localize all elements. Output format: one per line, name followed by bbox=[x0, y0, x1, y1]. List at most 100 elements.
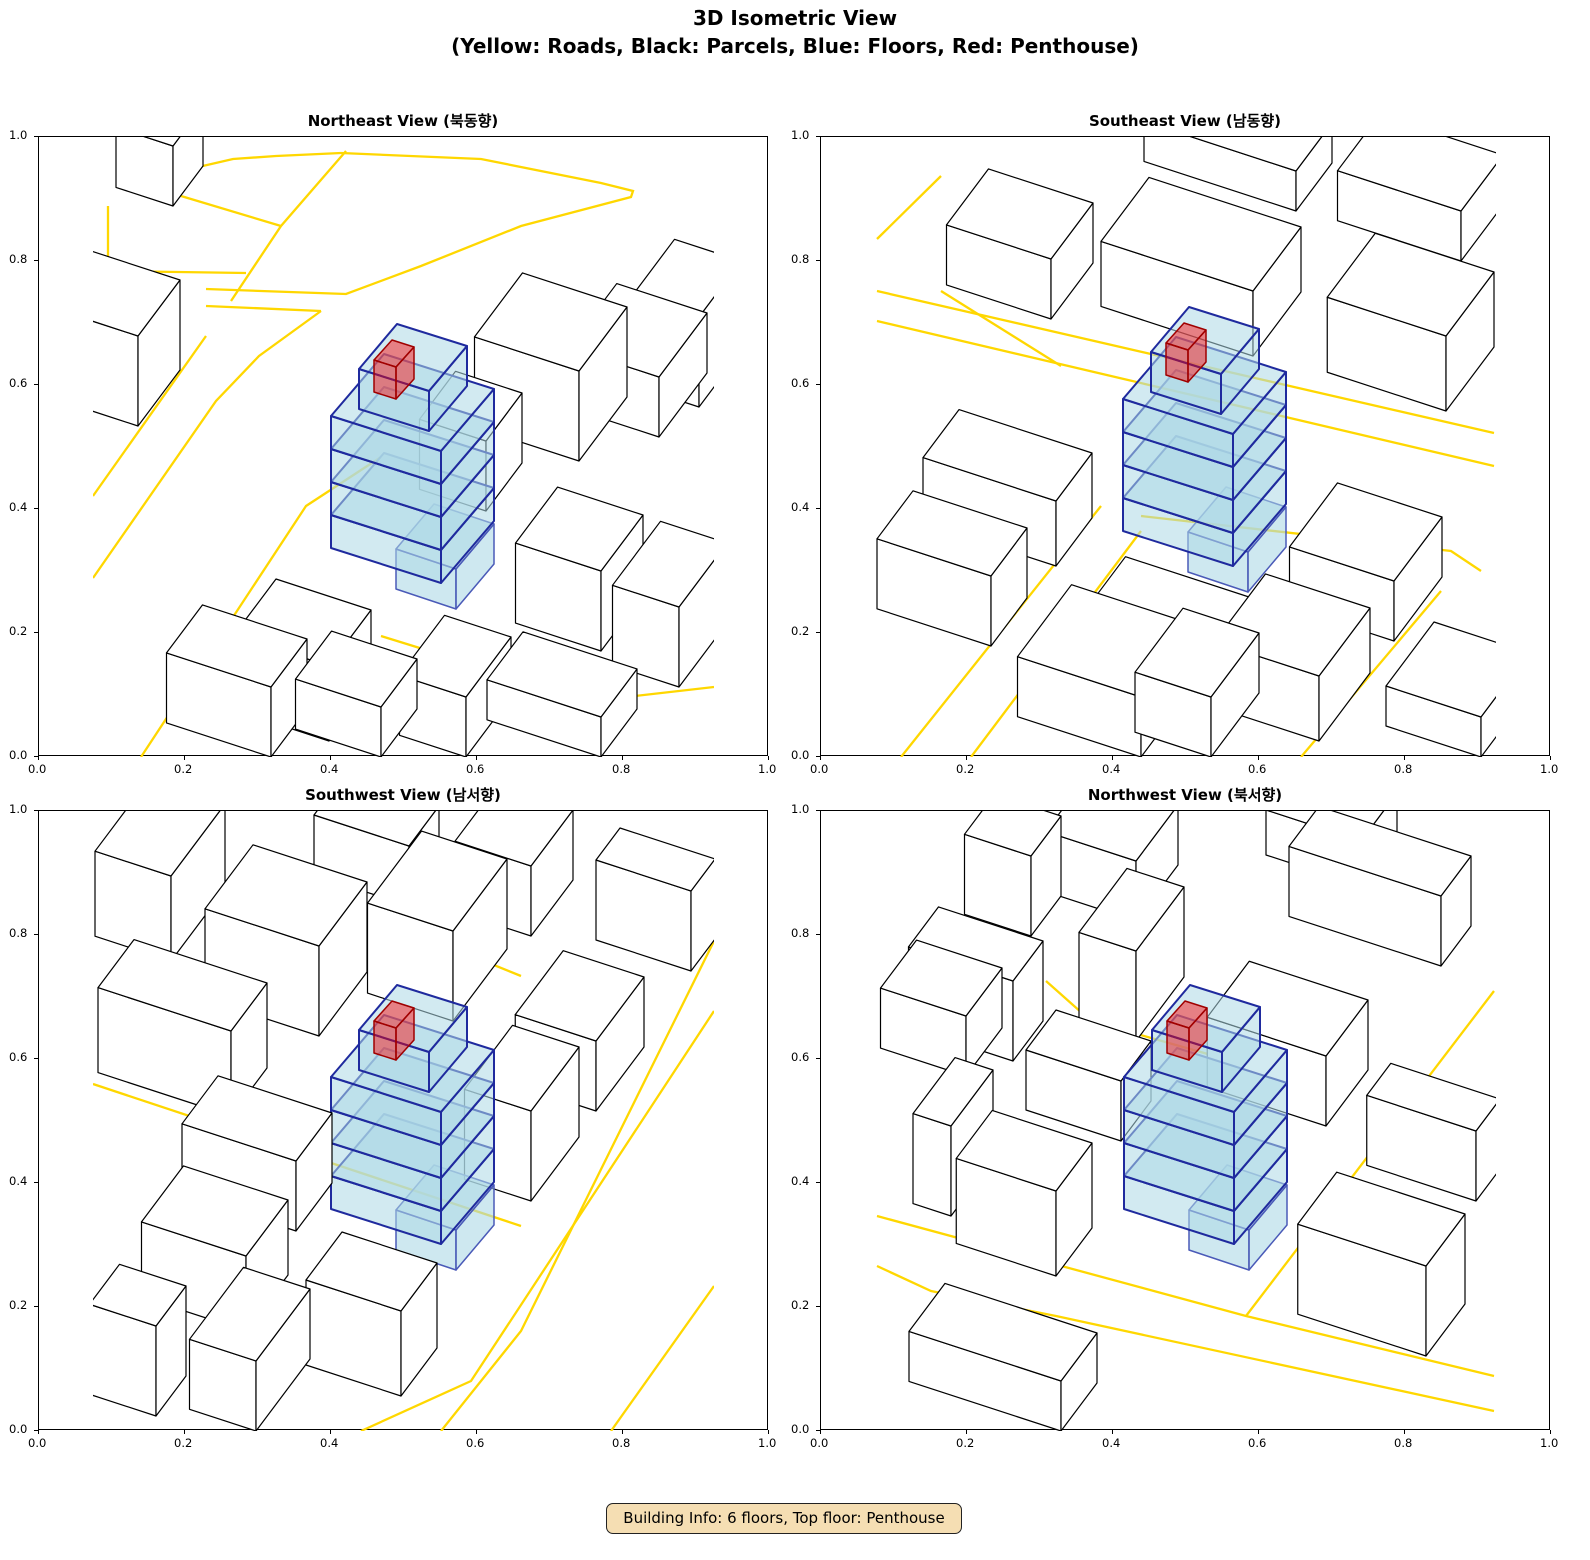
y-tick-mark bbox=[816, 632, 820, 633]
parcel-building bbox=[93, 1263, 187, 1417]
y-tick-label: 0.8 bbox=[9, 252, 28, 266]
y-tick-label: 0.6 bbox=[791, 376, 810, 390]
parcel-building bbox=[1366, 1062, 1496, 1202]
x-tick-label: 0.4 bbox=[1102, 762, 1121, 776]
penthouse bbox=[373, 339, 415, 400]
x-tick-mark bbox=[1258, 1430, 1259, 1434]
parcel-building bbox=[879, 939, 1003, 1077]
x-tick-label: 0.8 bbox=[1394, 1436, 1413, 1450]
road-line bbox=[876, 175, 942, 240]
x-tick-label: 1.0 bbox=[1540, 762, 1559, 776]
x-tick-label: 0.8 bbox=[1394, 762, 1413, 776]
y-tick-mark bbox=[816, 1306, 820, 1307]
x-tick-mark bbox=[1550, 1430, 1551, 1434]
x-tick-label: 0.8 bbox=[612, 762, 631, 776]
x-tick-mark bbox=[820, 1430, 821, 1434]
road-line bbox=[205, 304, 322, 313]
y-tick-mark bbox=[816, 934, 820, 935]
y-tick-label: 1.0 bbox=[9, 802, 28, 816]
axes-northwest bbox=[820, 810, 1550, 1431]
scene-northeast bbox=[93, 137, 714, 757]
parcel-building bbox=[1326, 232, 1495, 412]
parcel-building bbox=[93, 250, 181, 427]
x-tick-label: 0.2 bbox=[174, 762, 193, 776]
parcel-building bbox=[908, 1282, 1098, 1431]
panel-title-southwest: Southwest View (남서향) bbox=[305, 786, 501, 804]
y-tick-mark bbox=[34, 632, 38, 633]
x-tick-mark bbox=[38, 756, 39, 760]
y-tick-mark bbox=[34, 1306, 38, 1307]
x-tick-mark bbox=[820, 756, 821, 760]
y-tick-label: 0.0 bbox=[791, 748, 810, 762]
x-tick-mark bbox=[184, 756, 185, 760]
building-info-box: Building Info: 6 floors, Top floor: Pent… bbox=[606, 1503, 962, 1534]
x-tick-label: 0.2 bbox=[956, 1436, 975, 1450]
floor-upper bbox=[1150, 306, 1260, 415]
y-tick-label: 0.4 bbox=[9, 1174, 28, 1188]
x-tick-mark bbox=[768, 756, 769, 760]
x-tick-mark bbox=[1112, 756, 1113, 760]
x-tick-mark bbox=[38, 1430, 39, 1434]
figure-title-line2: (Yellow: Roads, Black: Parcels, Blue: Fl… bbox=[451, 34, 1139, 58]
x-tick-mark bbox=[1404, 1430, 1405, 1434]
x-tick-mark bbox=[476, 1430, 477, 1434]
parcel-building bbox=[514, 486, 644, 652]
y-tick-mark bbox=[34, 810, 38, 811]
parcel-building bbox=[955, 1109, 1093, 1277]
y-tick-mark bbox=[816, 136, 820, 137]
y-tick-mark bbox=[34, 1182, 38, 1183]
y-tick-mark bbox=[34, 1430, 38, 1431]
x-tick-label: 0.6 bbox=[1248, 1436, 1267, 1450]
figure-title-line1: 3D Isometric View bbox=[692, 6, 898, 30]
y-tick-label: 0.2 bbox=[9, 1298, 28, 1312]
x-tick-mark bbox=[1404, 756, 1405, 760]
panel-title-northeast: Northeast View (북동향) bbox=[307, 112, 499, 130]
x-tick-label: 0.0 bbox=[810, 762, 829, 776]
panel-title-southeast: Southeast View (남동향) bbox=[1088, 112, 1282, 130]
y-tick-label: 0.8 bbox=[791, 252, 810, 266]
road-line bbox=[205, 151, 635, 296]
x-tick-label: 0.0 bbox=[810, 1436, 829, 1450]
x-tick-label: 1.0 bbox=[758, 1436, 777, 1450]
parcel-building bbox=[611, 520, 714, 688]
y-tick-label: 1.0 bbox=[791, 128, 810, 142]
y-tick-label: 0.8 bbox=[791, 926, 810, 940]
parcel-building bbox=[1143, 137, 1333, 212]
axes-southeast bbox=[820, 136, 1550, 757]
road-line bbox=[180, 194, 282, 228]
x-tick-label: 1.0 bbox=[758, 762, 777, 776]
y-tick-label: 0.4 bbox=[9, 500, 28, 514]
parcel-building bbox=[294, 630, 418, 757]
road-line bbox=[360, 1010, 714, 1431]
penthouse bbox=[373, 1000, 415, 1061]
y-tick-label: 0.2 bbox=[791, 624, 810, 638]
parcel-building bbox=[945, 168, 1094, 320]
x-tick-label: 0.0 bbox=[28, 762, 47, 776]
x-tick-label: 0.6 bbox=[466, 1436, 485, 1450]
floor-upper bbox=[358, 323, 468, 432]
y-tick-mark bbox=[816, 384, 820, 385]
parcel-building bbox=[366, 830, 508, 1022]
parcel-building bbox=[1078, 867, 1185, 1042]
y-tick-label: 0.8 bbox=[9, 926, 28, 940]
y-tick-label: 1.0 bbox=[9, 128, 28, 142]
axes-southwest bbox=[38, 810, 768, 1431]
x-tick-label: 0.8 bbox=[612, 1436, 631, 1450]
parcel-building bbox=[115, 137, 204, 207]
y-tick-label: 0.6 bbox=[791, 1050, 810, 1064]
x-tick-mark bbox=[330, 756, 331, 760]
y-tick-label: 0.0 bbox=[791, 1422, 810, 1436]
scene-northwest bbox=[876, 811, 1496, 1431]
x-tick-label: 0.0 bbox=[28, 1436, 47, 1450]
parcel-building bbox=[876, 490, 1028, 647]
x-tick-label: 1.0 bbox=[1540, 1436, 1559, 1450]
y-tick-label: 0.0 bbox=[9, 748, 28, 762]
parcel-building bbox=[1385, 621, 1496, 757]
floor-upper bbox=[358, 984, 468, 1093]
x-tick-mark bbox=[1258, 756, 1259, 760]
parcel-building bbox=[486, 631, 638, 757]
y-tick-label: 0.6 bbox=[9, 1050, 28, 1064]
y-tick-mark bbox=[34, 756, 38, 757]
x-tick-mark bbox=[966, 756, 967, 760]
y-tick-mark bbox=[34, 934, 38, 935]
